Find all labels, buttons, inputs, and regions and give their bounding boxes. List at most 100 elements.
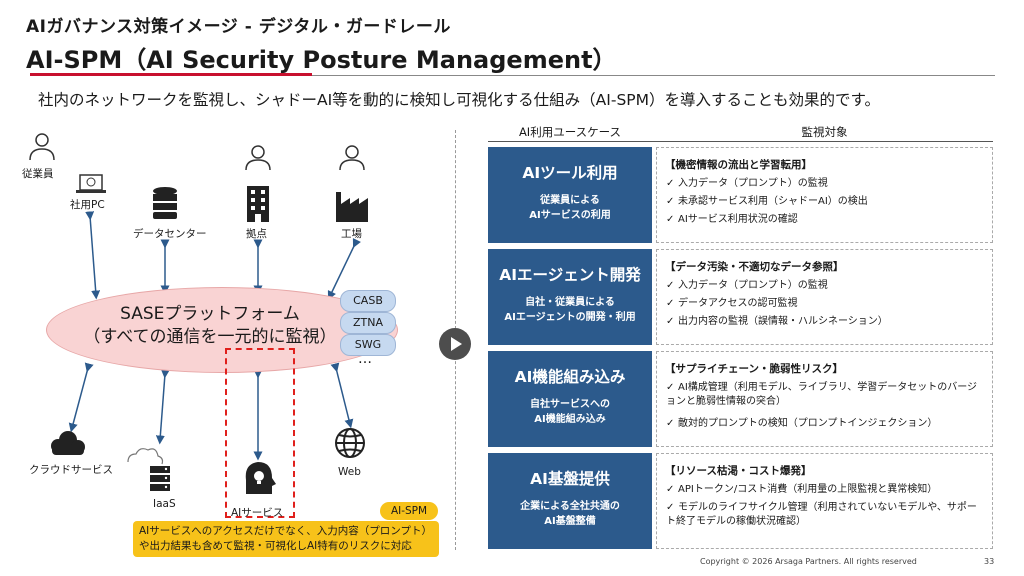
factory-icon (336, 145, 368, 222)
callout-line-1: AIサービスへのアクセスだけでなく、入力内容（プロンプト） (139, 525, 432, 537)
sase-subtitle: （すべての通信を一元的に監視） (83, 327, 337, 347)
use-case-desc-line: AIサービスの利用 (529, 210, 611, 221)
node-label-branch: 拠点 (246, 228, 267, 240)
use-case-title: AIツール利用 (522, 164, 618, 182)
use-case-ai-embed: AI機能組み込み 自社サービスへの AI機能組み込み (488, 351, 652, 447)
node-label-company-pc: 社用PC (70, 199, 105, 211)
play-icon (451, 337, 462, 351)
callout-text: AIサービスへのアクセスだけでなく、入力内容（プロンプト） や出力結果も含めて監… (139, 524, 435, 554)
check-icon: ✓ (666, 196, 675, 207)
use-case-desc-line: 企業による全社共通の (520, 501, 620, 512)
breadcrumb: AIガバナンス対策イメージ - デジタル・ガードレール (26, 17, 451, 37)
employee-icon (29, 133, 55, 161)
use-case-desc: 自社・従業員による AIエージェントの開発・利用 (488, 295, 652, 325)
use-case-desc-line: 自社・従業員による (525, 297, 615, 308)
use-case-desc-line: 自社サービスへの (530, 399, 610, 410)
use-case-title: AIエージェント開発 (499, 266, 641, 284)
use-case-ai-platform: AI基盤提供 企業による全社共通の AI基盤整備 (488, 453, 652, 549)
laptop-icon (76, 174, 106, 193)
use-case-desc-line: 従業員による (540, 195, 600, 206)
ai-spm-badge: AI-SPM (380, 502, 438, 520)
node-label-iaas: IaaS (153, 498, 176, 510)
column-header-use-case: AI利用ユースケース (518, 125, 622, 139)
monitor-item: ✓AI構成管理（利用モデル、ライブラリ、学習データセットのバージョンと脆弱性情報… (666, 381, 986, 409)
use-case-desc: 自社サービスへの AI機能組み込み (488, 397, 652, 427)
use-case-desc: 従業員による AIサービスの利用 (488, 193, 652, 223)
sase-platform-ellipse (46, 287, 398, 373)
monitor-item-text: 未承認サービス利用（シャドーAI）の検出 (678, 196, 868, 207)
pill-swg: SWG (340, 334, 396, 356)
check-icon: ✓ (666, 280, 675, 291)
sase-platform-label: SASEプラットフォーム （すべての通信を一元的に監視） (60, 303, 360, 349)
pill-casb: CASB (340, 290, 396, 312)
monitor-box-ai-agent: 【データ汚染・不適切なデータ参照】 ✓入力データ（プロンプト）の監視 ✓データア… (656, 249, 993, 345)
arrow-sase-cloud (68, 362, 94, 433)
monitor-item: ✓未承認サービス利用（シャドーAI）の検出 (666, 195, 986, 209)
monitor-item-text: 出力内容の監視（誤情報・ハルシネーション） (678, 316, 888, 327)
monitor-item: ✓敵対的プロンプトの検知（プロンプトインジェクション） (666, 417, 986, 431)
check-icon: ✓ (666, 298, 675, 309)
use-case-title: AI機能組み込み (514, 368, 626, 386)
monitor-box-ai-tool: 【機密情報の流出と学習転用】 ✓入力データ（プロンプト）の監視 ✓未承認サービス… (656, 147, 993, 243)
use-case-desc-line: AI機能組み込み (534, 414, 606, 425)
title-rule (30, 75, 995, 76)
monitor-item: ✓AIサービス利用状況の確認 (666, 213, 986, 227)
monitor-heading: 【機密情報の流出と学習転用】 (665, 159, 812, 171)
monitor-item-text: AIサービス利用状況の確認 (678, 214, 798, 225)
arrow-sase-iaas (155, 369, 170, 445)
column-header-monitor: 監視対象 (801, 125, 848, 139)
use-case-title: AI基盤提供 (530, 470, 610, 488)
monitor-item: ✓APIトークン/コスト消費（利用量の上限監視と異常検知） (666, 483, 986, 497)
node-label-ai-service: AIサービス (231, 507, 284, 519)
server-icon (127, 448, 170, 491)
monitor-item: ✓入力データ（プロンプト）の監視 (666, 279, 986, 293)
network-diagram (29, 133, 368, 494)
check-icon: ✓ (666, 502, 675, 513)
sase-title: SASEプラットフォーム (120, 304, 300, 324)
arrow-factory-sase (327, 237, 362, 301)
title-underline (30, 73, 312, 76)
monitor-item-text: AI構成管理（利用モデル、ライブラリ、学習データセットのバージョンと脆弱性情報の… (666, 382, 977, 407)
monitor-heading: 【リソース枯渇・コスト爆発】 (665, 465, 812, 477)
monitor-item: ✓モデルのライフサイクル管理（利用されていないモデルや、サポート終了モデルの稼働… (666, 501, 986, 529)
database-icon (153, 187, 177, 219)
callout-line-2: や出力結果も含めて監視・可視化しAI特有のリスクに対応 (139, 540, 412, 552)
more-dots: … (358, 351, 373, 367)
cloud-icon (51, 431, 85, 455)
node-label-web: Web (338, 466, 361, 478)
copyright: Copyright © 2026 Arsaga Partners. All ri… (700, 557, 917, 566)
building-icon (245, 145, 271, 222)
monitor-box-ai-embed: 【サプライチェーン・脆弱性リスク】 ✓AI構成管理（利用モデル、ライブラリ、学習… (656, 351, 993, 447)
globe-icon (335, 428, 365, 458)
use-case-ai-tool: AIツール利用 従業員による AIサービスの利用 (488, 147, 652, 243)
monitor-heading: 【サプライチェーン・脆弱性リスク】 (665, 363, 843, 375)
monitor-item: ✓出力内容の監視（誤情報・ハルシネーション） (666, 315, 986, 329)
page-number: 33 (984, 557, 995, 566)
monitor-item-text: 入力データ（プロンプト）の監視 (678, 178, 828, 189)
monitor-item-text: 敵対的プロンプトの検知（プロンプトインジェクション） (678, 418, 938, 429)
monitor-item-text: APIトークン/コスト消費（利用量の上限監視と異常検知） (678, 484, 938, 495)
monitor-item-text: データアクセスの認可監視 (678, 298, 798, 309)
monitor-item-text: モデルのライフサイクル管理（利用されていないモデルや、サポート終了モデルの稼働状… (666, 502, 977, 527)
check-icon: ✓ (666, 214, 675, 225)
check-icon: ✓ (666, 484, 675, 495)
check-icon: ✓ (666, 382, 675, 393)
monitor-item-text: 入力データ（プロンプト）の監視 (678, 280, 828, 291)
arrow-sase-web (330, 362, 354, 429)
monitor-box-ai-platform: 【リソース枯渇・コスト爆発】 ✓APIトークン/コスト消費（利用量の上限監視と異… (656, 453, 993, 549)
node-label-factory: 工場 (341, 228, 362, 240)
next-arrow-button (439, 328, 471, 360)
check-icon: ✓ (666, 178, 675, 189)
node-label-cloud: クラウドサービス (29, 464, 113, 476)
monitor-item: ✓データアクセスの認可監視 (666, 297, 986, 311)
use-case-ai-agent: AIエージェント開発 自社・従業員による AIエージェントの開発・利用 (488, 249, 652, 345)
use-case-desc-line: AI基盤整備 (544, 516, 596, 527)
node-label-datacenter: データセンター (133, 228, 207, 240)
node-label-employee: 従業員 (22, 168, 54, 180)
arrow-pc-sase (85, 211, 101, 300)
monitor-heading: 【データ汚染・不適切なデータ参照】 (665, 261, 844, 273)
page-title: AI-SPM（AI Security Posture Management） (26, 46, 617, 74)
use-case-desc: 企業による全社共通の AI基盤整備 (488, 499, 652, 529)
callout-box (133, 521, 439, 557)
check-icon: ✓ (666, 316, 675, 327)
